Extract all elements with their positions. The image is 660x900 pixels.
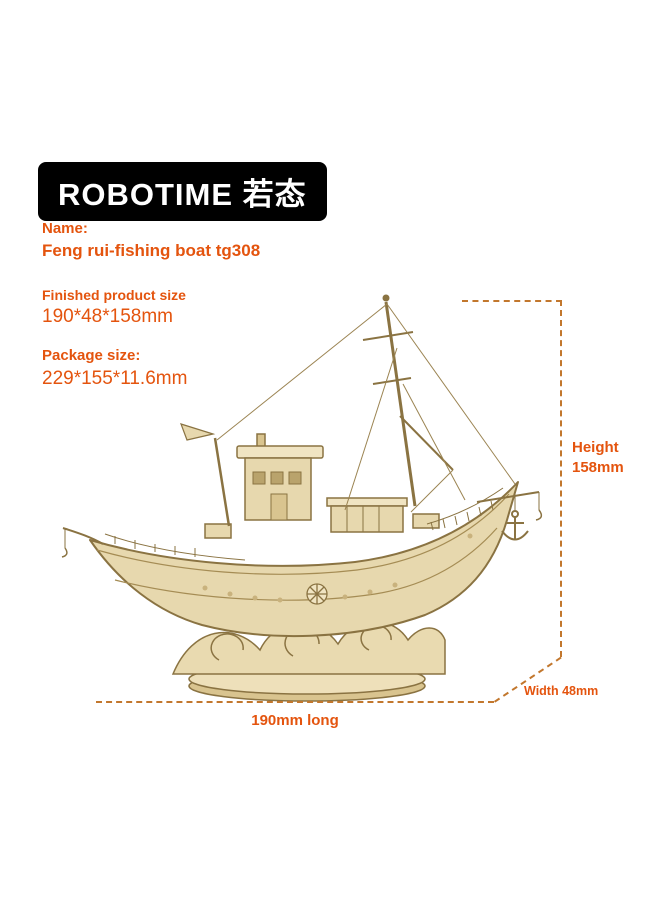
hull — [89, 481, 519, 638]
bow-crane — [476, 491, 543, 521]
width-label: Width 48mm — [524, 684, 599, 698]
stern-davit — [61, 527, 104, 558]
robotime-logo: ROBOTIME 若态 — [38, 162, 327, 221]
logo-text: ROBOTIME 若态 — [58, 177, 307, 212]
hook-icon — [535, 509, 543, 521]
rigging-lines — [216, 303, 516, 513]
boat-illustration — [61, 294, 543, 702]
package-size-value: 229*155*11.6mm — [42, 368, 188, 389]
finished-size-value: 190*48*158mm — [42, 306, 173, 327]
height-label-line2: 158mm — [572, 459, 624, 476]
portholes — [202, 533, 473, 603]
package-size-label: Package size: — [42, 347, 141, 364]
height-label: Height 158mm — [572, 438, 624, 478]
name-label: Name: — [42, 220, 88, 237]
product-name: Feng rui-fishing boat tg308 — [42, 241, 261, 260]
length-dimension-line — [96, 701, 494, 703]
finished-size-label: Finished product size — [42, 287, 186, 303]
ship-wheel-medallion — [306, 583, 328, 605]
anchor-icon — [501, 494, 529, 541]
main-mast — [216, 294, 516, 513]
hook-icon — [61, 547, 68, 558]
length-label: 190mm long — [251, 712, 339, 729]
height-dimension-line-top — [462, 300, 562, 302]
deck-structures — [204, 433, 440, 539]
railings — [104, 487, 504, 561]
product-image — [45, 288, 545, 708]
flag-icon — [180, 423, 216, 441]
height-dimension-line — [560, 300, 562, 657]
height-label-line1: Height — [572, 439, 619, 456]
front-mast — [180, 423, 231, 527]
